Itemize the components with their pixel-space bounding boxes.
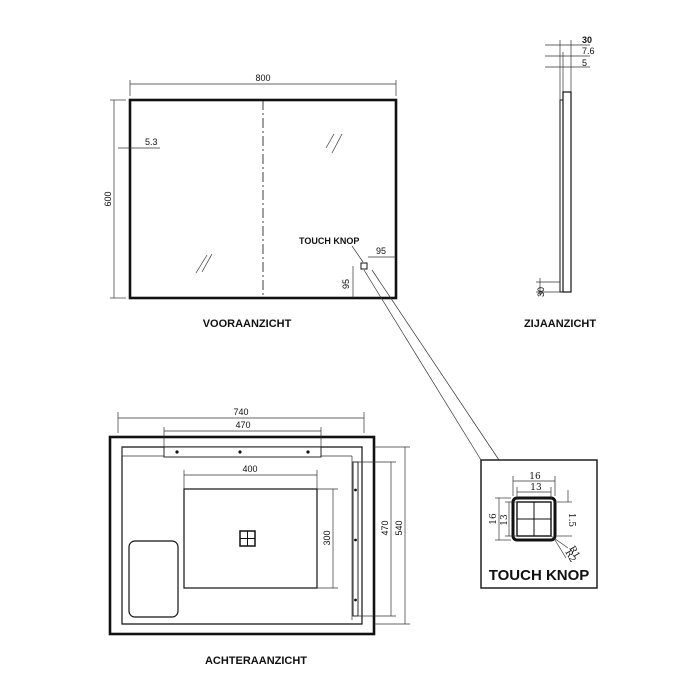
detail-thickness-label: 1.5 <box>566 513 576 528</box>
driver-box <box>128 540 179 618</box>
front-view: 800 600 5.3 TOUCH KNOP 95 95 VOORAANZICH… <box>103 73 398 330</box>
reflection-mark <box>331 133 343 154</box>
inner-height-label: 470 <box>380 520 390 535</box>
back-panel <box>183 488 318 589</box>
touch-button-label: TOUCH KNOP <box>299 236 359 246</box>
panel-height-label: 300 <box>322 530 332 545</box>
detail-side-outer-label: 16 <box>489 513 499 525</box>
side-view-title: ZIJAANZICHT <box>524 318 596 330</box>
touch-detail: 16 13 16 13 1.5 R1 R2 TOUCH KNOP <box>363 269 598 589</box>
offset-label: 5.3 <box>145 137 158 147</box>
button-y-label: 95 <box>341 279 351 289</box>
height-label: 600 <box>103 191 113 206</box>
side-dim-2: 7.6 <box>582 46 595 56</box>
detail-leader-line <box>371 269 500 461</box>
button-x-label: 95 <box>376 246 386 256</box>
panel-width-label: 400 <box>242 464 257 474</box>
reflection-mark <box>195 254 208 274</box>
back-view: 740 470 400 300 470 540 ACHTERAANZICHT <box>108 407 410 667</box>
bracket-width-label: 470 <box>235 420 250 430</box>
front-view-title: VOORAANZICHT <box>203 318 292 330</box>
detail-title: TOUCH KNOP <box>489 567 590 584</box>
side-bottom-label: 30 <box>536 287 546 297</box>
outer-height-label: 540 <box>394 520 404 535</box>
width-label: 800 <box>255 73 270 83</box>
side-frame <box>562 91 572 293</box>
reflection-mark <box>201 253 213 273</box>
detail-inner-label: 13 <box>530 483 542 493</box>
leader-line <box>351 245 364 263</box>
side-dim-3: 5 <box>582 58 587 68</box>
detail-outer-label: 16 <box>529 472 541 482</box>
reflection-mark <box>325 133 335 149</box>
touch-button <box>360 262 368 270</box>
back-outer-frame <box>108 435 376 636</box>
outer-width-label: 740 <box>233 407 248 417</box>
back-view-title: ACHTERAANZICHT <box>205 655 307 667</box>
detail-leader-line <box>363 269 482 461</box>
hanging-bracket <box>163 446 322 458</box>
side-view: 30 7.6 5 30 ZIJAANZICHT <box>524 35 596 330</box>
detail-side-inner-label: 13 <box>500 514 510 526</box>
side-dim-1: 30 <box>582 35 592 45</box>
